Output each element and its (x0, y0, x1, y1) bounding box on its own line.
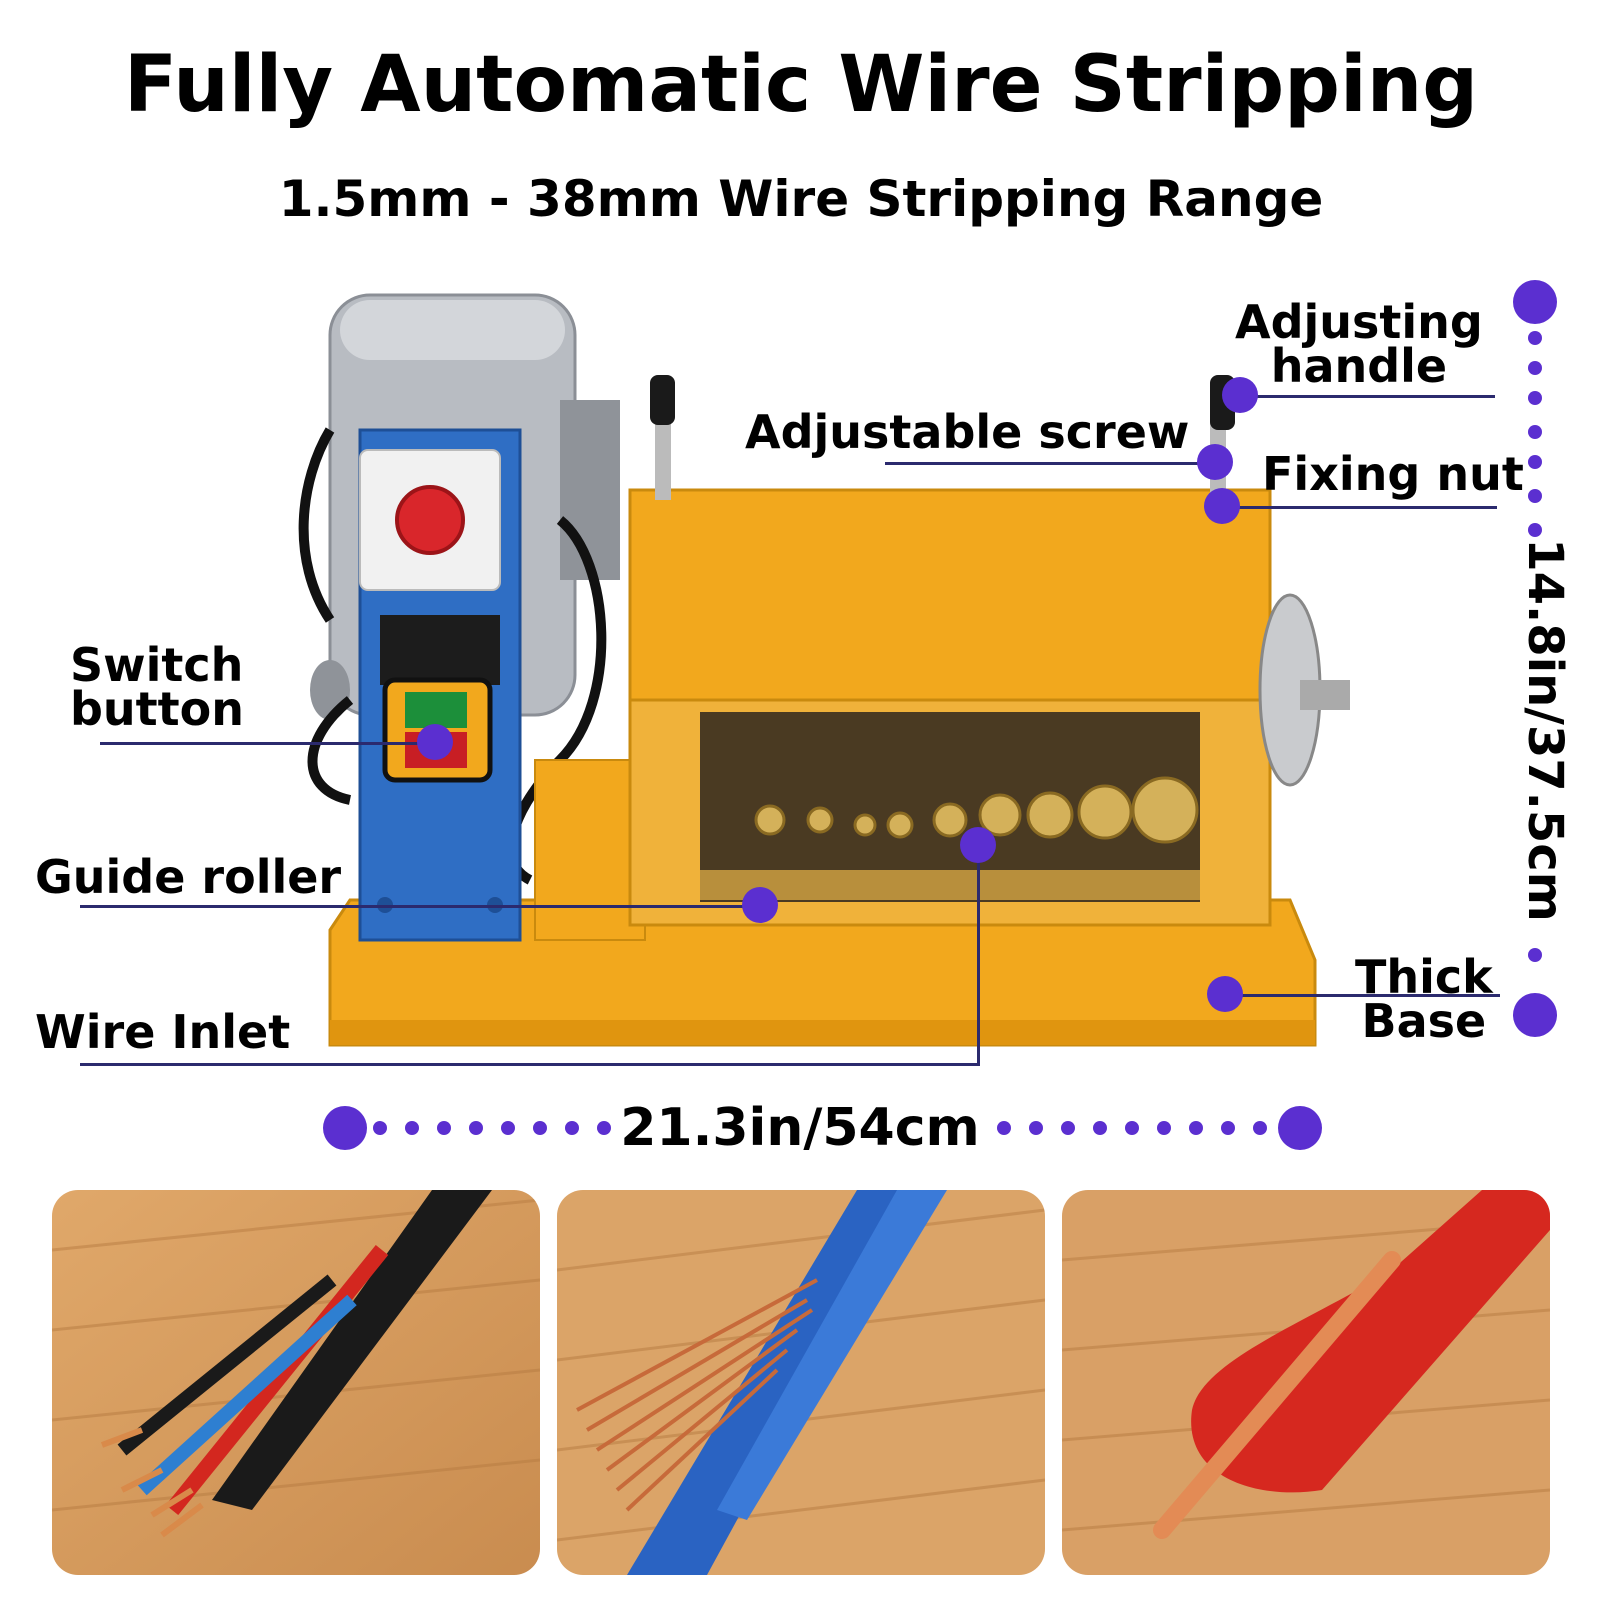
thick-base-leader (1225, 994, 1500, 997)
page-title: Fully Automatic Wire Stripping (123, 40, 1479, 130)
wire-inlet-leader (80, 1063, 980, 1066)
height-dimension-label: 14.8in/37.5cm (1517, 538, 1573, 922)
thick-base-label: Thick Base (1355, 950, 1493, 1048)
blue-cable-image (557, 1190, 1045, 1575)
width-dot (533, 1121, 547, 1135)
guide-roller-leader (80, 905, 760, 908)
wire-inlet-label: Wire Inlet (35, 1005, 291, 1059)
width-dot (1221, 1121, 1235, 1135)
height-dot (1528, 331, 1542, 345)
height-dot (1528, 948, 1542, 962)
wire-inlet-marker (960, 827, 996, 863)
height-dimension-top-dot (1513, 280, 1557, 324)
switch-button-leader (100, 742, 435, 745)
switch-button-line-2: button (70, 682, 245, 736)
thick-base-line-2: Base (1361, 994, 1487, 1048)
width-dot (1189, 1121, 1203, 1135)
guide-roller-marker (742, 887, 778, 923)
photo-blue-cable (557, 1190, 1045, 1575)
width-dot (597, 1121, 611, 1135)
height-dot (1528, 455, 1542, 469)
height-dot (1528, 361, 1542, 375)
width-dimension-label: 21.3in/54cm (620, 1098, 980, 1158)
width-dot (1253, 1121, 1267, 1135)
fixing-nut-marker (1204, 488, 1240, 524)
adjusting-handle-marker (1222, 377, 1258, 413)
width-dot (565, 1121, 579, 1135)
switch-button-line-1: Switch (70, 638, 244, 692)
height-dot (1528, 425, 1542, 439)
thick-base-line-1: Thick (1355, 950, 1493, 1004)
photo-multi-core-cable (52, 1190, 540, 1575)
adjusting-handle-line-2: handle (1270, 339, 1448, 393)
width-dot (1061, 1121, 1075, 1135)
thick-base-marker (1207, 976, 1243, 1012)
width-dimension-right-dot (1278, 1106, 1322, 1150)
width-dimension-left-dot (323, 1106, 367, 1150)
width-dot (501, 1121, 515, 1135)
multi-core-cable-image (52, 1190, 540, 1575)
adjusting-handle-leader (1240, 395, 1495, 398)
width-dot (469, 1121, 483, 1135)
adjustable-screw-label: Adjustable screw (745, 405, 1190, 459)
switch-button-marker (417, 724, 453, 760)
width-dot (405, 1121, 419, 1135)
red-cable-image (1062, 1190, 1550, 1575)
wire-inlet-leader-vertical (977, 845, 980, 1065)
control-panel (358, 428, 646, 942)
stripping-head (628, 375, 1350, 927)
adjusting-handle-label: Adjusting handle (1235, 295, 1483, 393)
guide-roller-label: Guide roller (35, 850, 342, 904)
width-dot (1093, 1121, 1107, 1135)
switch-button-label: Switch button (70, 638, 245, 736)
adjustable-screw-marker (1197, 444, 1233, 480)
height-dot (1528, 391, 1542, 405)
photo-red-cable (1062, 1190, 1550, 1575)
width-dot (1125, 1121, 1139, 1135)
width-dot (1029, 1121, 1043, 1135)
page-subtitle: 1.5mm - 38mm Wire Stripping Range (278, 170, 1324, 228)
width-dot (437, 1121, 451, 1135)
adjustable-screw-leader (885, 462, 1215, 465)
height-dot (1528, 489, 1542, 503)
adjusting-handle-line-1: Adjusting (1235, 295, 1483, 349)
height-dimension-bottom-dot (1513, 993, 1557, 1037)
fixing-nut-label: Fixing nut (1262, 447, 1524, 501)
width-dot (373, 1121, 387, 1135)
fixing-nut-leader (1222, 506, 1497, 509)
width-dot (997, 1121, 1011, 1135)
width-dot (1157, 1121, 1171, 1135)
height-dot (1528, 523, 1542, 537)
